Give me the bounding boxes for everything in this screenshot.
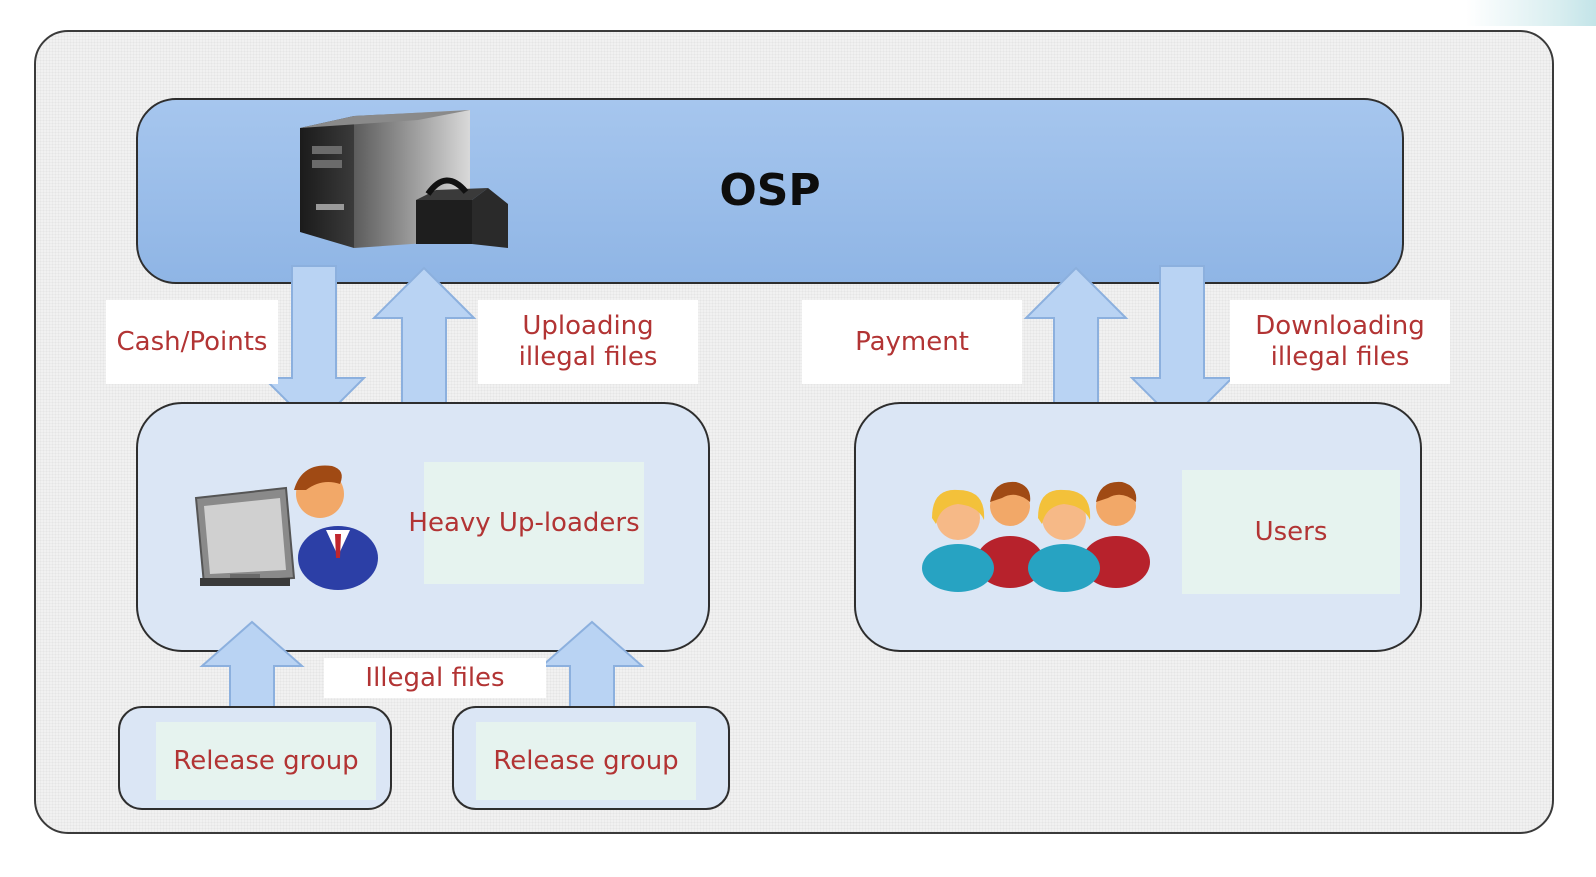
users-group-icon [922, 481, 1150, 592]
edge-label-downloading: Downloading illegal files [1230, 300, 1450, 384]
server-icon [300, 110, 508, 248]
edge-label-downloading-line2: illegal files [1270, 342, 1410, 372]
edge-label-downloading-line1: Downloading [1255, 311, 1425, 341]
edge-label-payment: Payment [802, 300, 1022, 384]
edge-label-uploading-line1: Uploading [522, 311, 654, 341]
edge-label-uploading: Uploading illegal files [478, 300, 698, 384]
node-label-users: Users [1182, 470, 1400, 594]
uploader-at-computer-icon [194, 465, 378, 590]
node-label-release-group-1: Release group [156, 722, 376, 800]
node-label-release-group-2: Release group [476, 722, 696, 800]
corner-tint [1466, 0, 1596, 26]
edge-label-cash-points: Cash/Points [106, 300, 278, 384]
osp-title: OSP [719, 164, 821, 216]
edge-label-illegal-files: Illegal files [324, 658, 546, 698]
edge-label-uploading-line2: illegal files [518, 342, 658, 372]
node-label-heavy-uploaders: Heavy Up-loaders [408, 462, 644, 584]
